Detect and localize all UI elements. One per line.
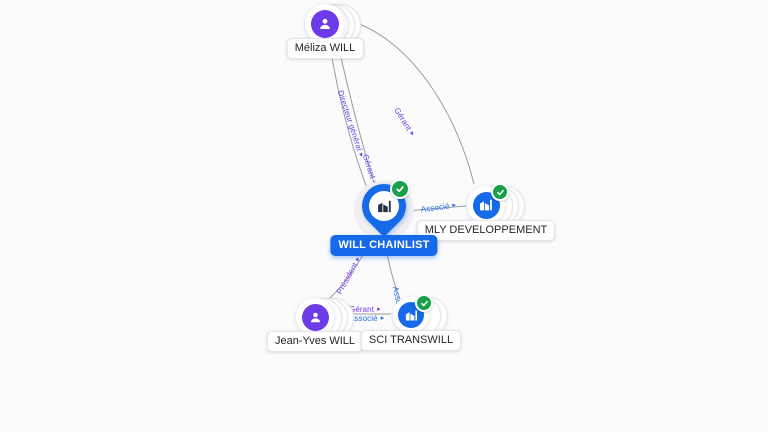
edge-arrow-icon: ▸ xyxy=(377,306,381,314)
node-disc[interactable] xyxy=(393,297,429,333)
edge-meliza-will-chainlist-2 xyxy=(337,43,379,197)
node-disc[interactable] xyxy=(296,298,334,336)
edge-chainlist-mly-developpement xyxy=(405,205,467,212)
edge-meliza-will-chainlist-1 xyxy=(329,45,371,197)
node-label-meliza-will[interactable]: Méliza WILL xyxy=(286,38,364,59)
verified-check-icon xyxy=(491,183,509,201)
node-disc[interactable] xyxy=(305,4,345,44)
verified-check-icon xyxy=(415,294,433,312)
edge-label-associe-jean-yves-sci: Associé▸ xyxy=(349,314,384,323)
node-label-mly-developpement[interactable]: MLY DEVELOPPEMENT xyxy=(416,220,556,241)
person-icon xyxy=(301,303,329,331)
edge-label-gerant-jean-yves-sci: Gérant▸ xyxy=(349,305,381,314)
verified-check-icon xyxy=(390,179,410,199)
edge-label-text: Associé xyxy=(349,314,378,323)
node-label-will-chainlist[interactable]: WILL CHAINLIST xyxy=(330,235,438,256)
node-label-jean-yves-will[interactable]: Jean-Yves WILL xyxy=(266,331,364,352)
person-icon xyxy=(311,10,339,38)
edge-meliza-mly-developpement xyxy=(346,19,475,185)
edge-arrow-icon: ▸ xyxy=(380,315,385,323)
map-pin-marker[interactable] xyxy=(352,174,416,240)
node-label-sci-transwill[interactable]: SCI TRANSWILL xyxy=(360,330,462,351)
edge-label-text: Gérant xyxy=(349,305,375,314)
